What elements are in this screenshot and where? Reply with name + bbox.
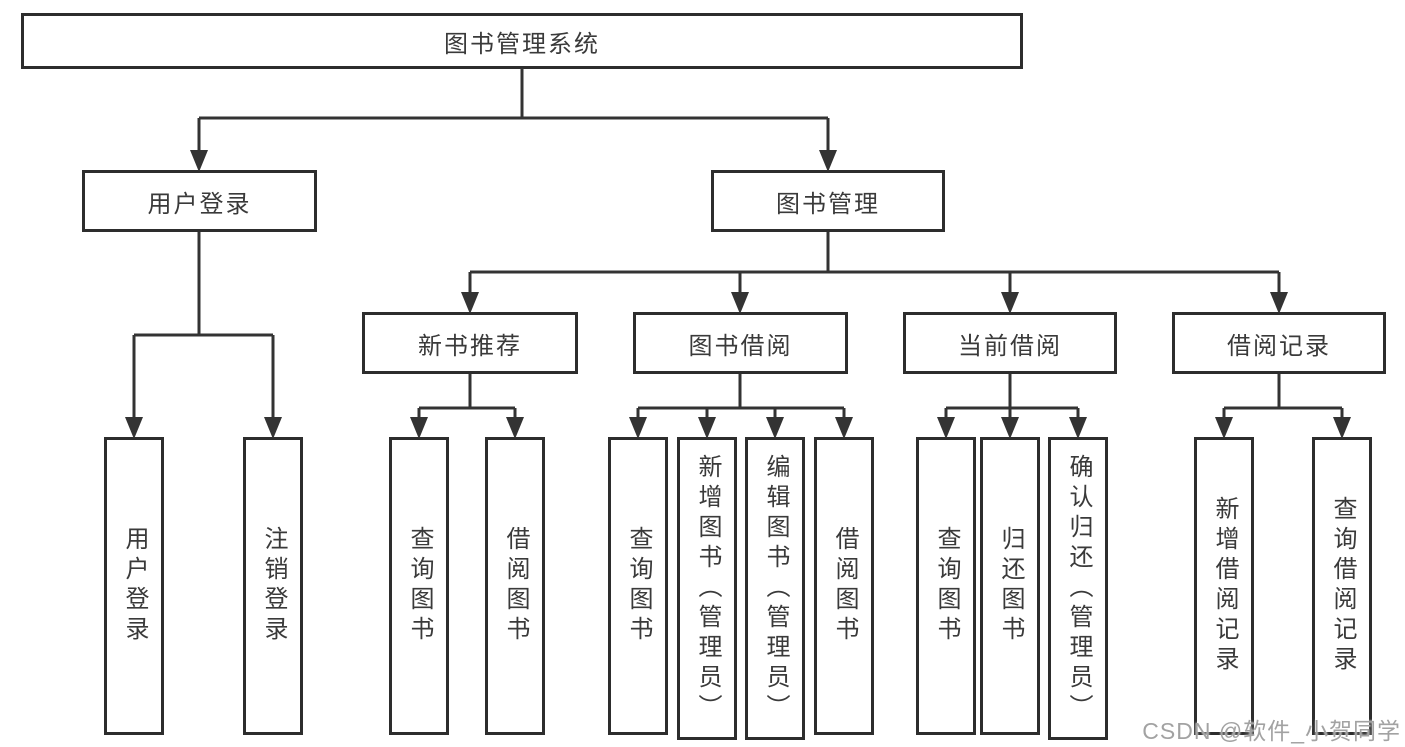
node-label: 确认归还（管理员）	[1065, 453, 1092, 724]
node-label: 借阅记录	[1227, 332, 1331, 360]
node-label: 图书管理	[776, 190, 880, 218]
leaf-query-books-borrow: 查询图书	[608, 437, 668, 735]
node-current-borrowing: 当前借阅	[903, 312, 1117, 374]
node-borrowing-records: 借阅记录	[1172, 312, 1386, 374]
leaf-borrow-books: 借阅图书	[814, 437, 874, 735]
node-label: 用户登录	[147, 190, 252, 218]
node-label: 借阅图书	[502, 526, 529, 646]
leaf-query-books-current: 查询图书	[916, 437, 976, 735]
leaf-confirm-return-admin: 确认归还（管理员）	[1048, 437, 1108, 740]
node-label: 借阅图书	[831, 526, 858, 646]
leaf-add-books-admin: 新增图书（管理员）	[677, 437, 737, 740]
leaf-borrow-books-recommend: 借阅图书	[485, 437, 545, 735]
node-label: 查询图书	[406, 526, 433, 646]
node-label: 当前借阅	[958, 332, 1062, 360]
node-label: 新增借阅记录	[1211, 496, 1238, 676]
node-label: 归还图书	[997, 526, 1024, 646]
csdn-watermark: CSDN @软件_小贺同学	[1142, 718, 1401, 744]
leaf-edit-books-admin: 编辑图书（管理员）	[745, 437, 805, 740]
leaf-add-borrow-record: 新增借阅记录	[1194, 437, 1254, 735]
node-book-management: 图书管理	[711, 170, 945, 232]
node-user-login: 用户登录	[82, 170, 317, 232]
node-label: 注销登录	[260, 526, 287, 646]
node-label: 查询图书	[933, 526, 960, 646]
node-label: 编辑图书（管理员）	[762, 453, 789, 724]
node-label: 新书推荐	[418, 332, 522, 360]
node-label: 图书借阅	[688, 332, 793, 360]
node-label: 用户登录	[121, 526, 148, 646]
leaf-user-login: 用户登录	[104, 437, 164, 735]
node-book-borrowing: 图书借阅	[633, 312, 848, 374]
node-label: 图书管理系统	[444, 30, 600, 58]
node-library-management-system: 图书管理系统	[21, 13, 1023, 69]
node-label: 查询图书	[625, 526, 652, 646]
leaf-query-borrow-record: 查询借阅记录	[1312, 437, 1372, 735]
leaf-return-books: 归还图书	[980, 437, 1040, 735]
leaf-query-books-recommend: 查询图书	[389, 437, 449, 735]
leaf-logout: 注销登录	[243, 437, 303, 735]
node-label: 查询借阅记录	[1329, 496, 1356, 676]
node-new-book-recommendation: 新书推荐	[362, 312, 578, 374]
node-label: 新增图书（管理员）	[694, 453, 721, 724]
